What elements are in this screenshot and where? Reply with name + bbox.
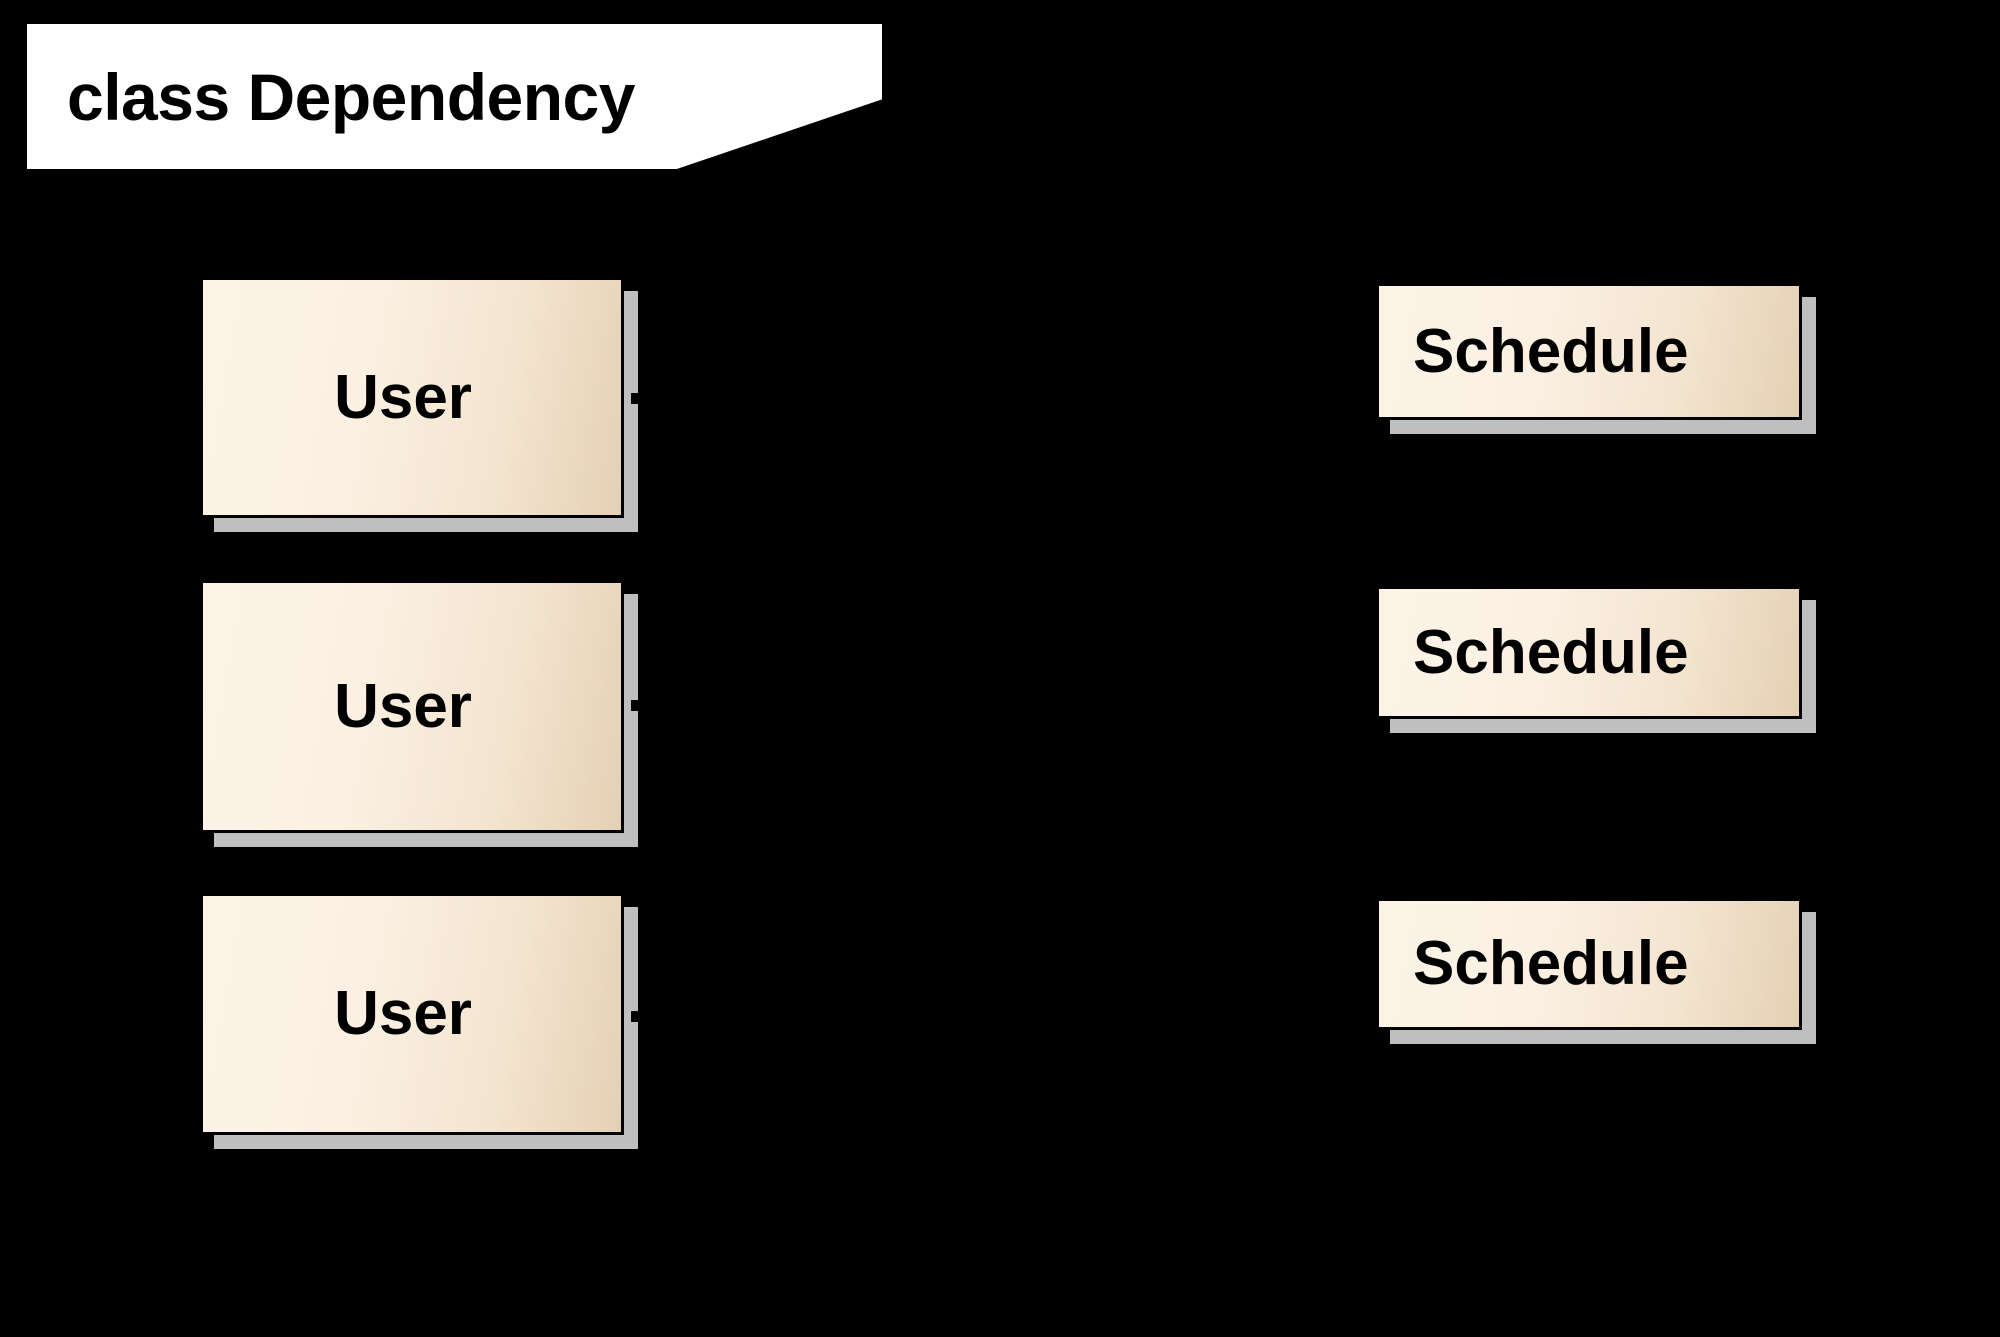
class-node-user-1[interactable]: User xyxy=(200,277,638,532)
class-node-label: User xyxy=(334,671,472,741)
class-node-schedule-1[interactable]: Schedule xyxy=(1376,283,1816,434)
node-body: Schedule xyxy=(1376,586,1802,719)
diagram-title-label: class Dependency xyxy=(67,59,635,134)
node-body: User xyxy=(200,893,624,1135)
class-node-schedule-2[interactable]: Schedule xyxy=(1376,586,1816,733)
dependency-connector-stub-1 xyxy=(631,393,659,404)
class-node-label: Schedule xyxy=(1413,929,1689,998)
node-body: Schedule xyxy=(1376,283,1802,420)
class-node-label: User xyxy=(334,979,472,1048)
dependency-connector-stub-3 xyxy=(631,1011,659,1022)
class-node-label: User xyxy=(334,362,472,432)
node-body: User xyxy=(200,277,624,518)
class-node-label: Schedule xyxy=(1413,617,1689,687)
node-body: Schedule xyxy=(1376,898,1802,1030)
node-body: User xyxy=(200,580,624,833)
class-node-user-3[interactable]: User xyxy=(200,893,638,1149)
class-node-user-2[interactable]: User xyxy=(200,580,638,847)
class-node-label: Schedule xyxy=(1413,316,1689,386)
dependency-connector-stub-2 xyxy=(631,700,659,711)
diagram-title-banner: class Dependency xyxy=(27,24,882,169)
class-node-schedule-3[interactable]: Schedule xyxy=(1376,898,1816,1044)
